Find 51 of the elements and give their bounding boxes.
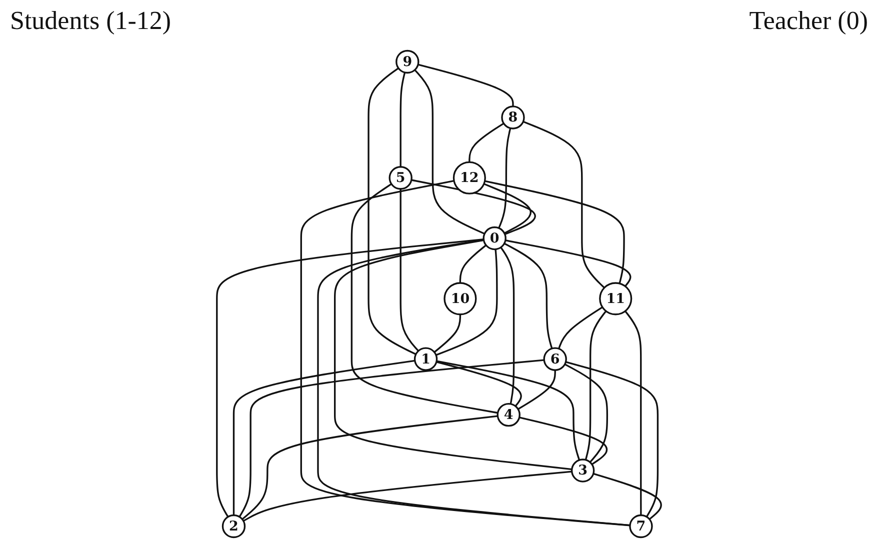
- connector: [411, 179, 536, 236]
- student-circle: 6: [543, 347, 567, 371]
- student-circle: 10: [444, 282, 477, 316]
- connector: [624, 310, 642, 516]
- connector: [242, 415, 498, 520]
- student-circle: 2: [222, 514, 246, 538]
- connector: [400, 188, 420, 352]
- student-circle: 9: [396, 50, 420, 74]
- connector: [564, 364, 608, 463]
- connector: [300, 180, 630, 526]
- student-circle: 11: [599, 282, 632, 316]
- connector: [584, 310, 607, 460]
- connector: [317, 239, 630, 526]
- student-circle: 7: [629, 514, 653, 538]
- student-circle: 12: [452, 161, 486, 194]
- legend-note: Students (1-12): [10, 6, 172, 36]
- connector: [368, 67, 416, 356]
- connector: [566, 361, 659, 518]
- connector: [468, 122, 504, 162]
- connector: [434, 314, 462, 353]
- student-circle: 5: [388, 166, 412, 190]
- connector: [232, 360, 415, 516]
- student-circle: 3: [570, 458, 595, 482]
- connector: [522, 120, 605, 288]
- connector: [504, 242, 553, 349]
- connector: [436, 360, 580, 460]
- connector: [436, 249, 498, 356]
- connector: [400, 72, 406, 167]
- student-circle: 4: [496, 402, 520, 427]
- connector: [216, 238, 484, 518]
- connector: [505, 240, 632, 287]
- student-circle: 1: [414, 347, 438, 371]
- connector: [350, 183, 498, 414]
- connector: [414, 69, 485, 235]
- student-circle: 8: [501, 106, 525, 130]
- connector: [518, 370, 556, 410]
- connector: [484, 180, 625, 284]
- connector: [242, 470, 572, 522]
- connector: [436, 361, 522, 407]
- connector: [558, 306, 603, 349]
- connector: [459, 244, 487, 283]
- connector: [418, 64, 514, 106]
- connector: [500, 246, 515, 404]
- connector: [334, 239, 572, 470]
- connector: [519, 416, 608, 466]
- legend-note: Teacher (0): [749, 6, 868, 36]
- connector: [238, 359, 544, 518]
- connector: [484, 183, 532, 234]
- connector: [593, 472, 662, 520]
- student-circle: 0: [482, 226, 506, 250]
- connector: [498, 128, 512, 228]
